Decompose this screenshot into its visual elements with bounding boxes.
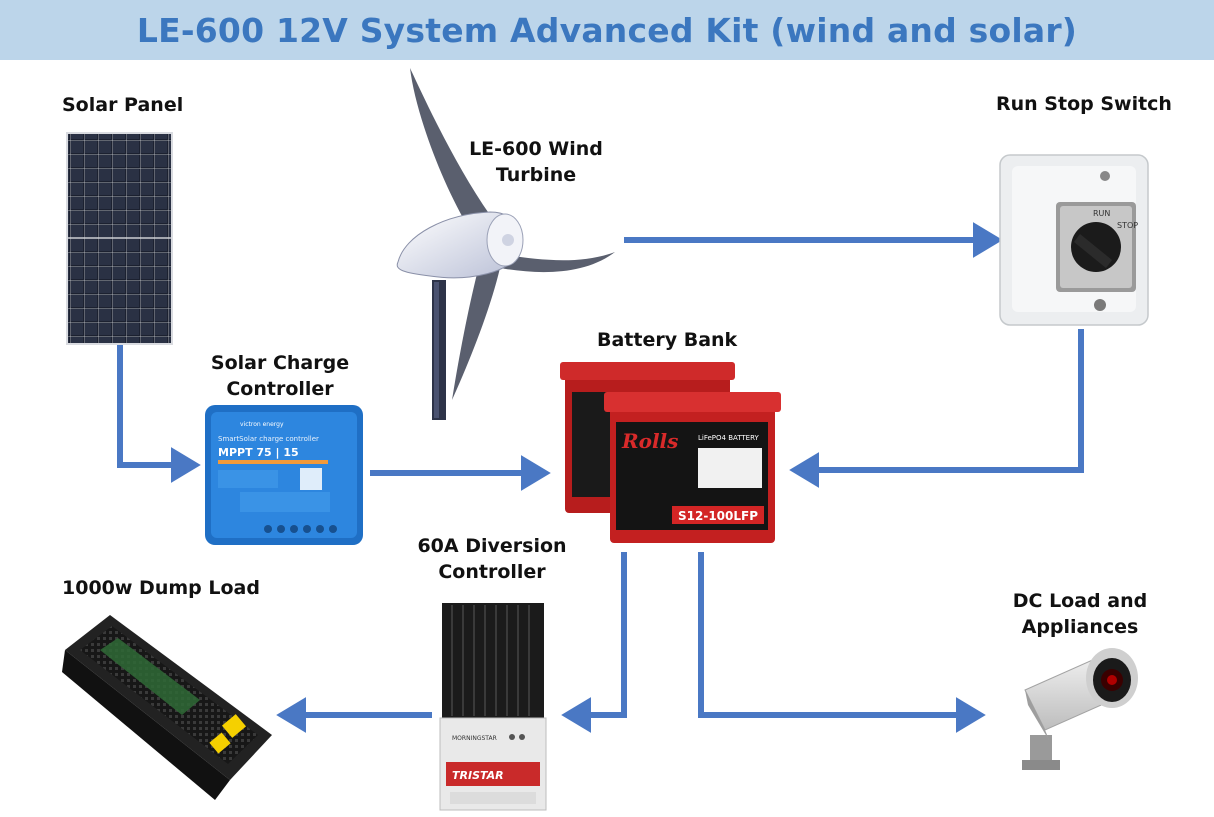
solar-charge-controller-image: victron energy SmartSolar charge control… — [205, 405, 363, 545]
diversion-product-text: TRISTAR — [452, 769, 504, 782]
dump-load-label: 1000w Dump Load — [62, 577, 260, 599]
diversion-controller-image: MORNINGSTAR TRISTAR — [439, 603, 547, 811]
diversion-controller-label-line2: Controller — [438, 561, 546, 583]
battery-bank-image: Rolls LiFePO4 BATTERY S12-100LFP — [560, 362, 781, 543]
title-banner: LE-600 12V System Advanced Kit (wind and… — [0, 0, 1214, 60]
solar-panel-image — [66, 132, 173, 345]
connector-arrows — [117, 222, 1084, 733]
charge-controller-label-line2: Controller — [226, 378, 334, 400]
charge-controller-label: Solar Charge Controller — [205, 350, 355, 402]
switch-run-text: RUN — [1093, 209, 1110, 218]
switch-stop-text: STOP — [1117, 221, 1138, 230]
page-title: LE-600 12V System Advanced Kit (wind and… — [136, 10, 1078, 50]
arrow-solar-panel-to-controller — [117, 345, 201, 483]
dc-load-label: DC Load and Appliances — [1010, 588, 1150, 640]
battery-model-text: S12-100LFP — [678, 509, 758, 523]
arrow-battery-to-dc-load — [698, 552, 986, 733]
diversion-brand-text: MORNINGSTAR — [452, 735, 497, 742]
dc-load-label-line2: Appliances — [1021, 616, 1139, 638]
wind-turbine-label-line2: Turbine — [495, 164, 577, 186]
arrow-switch-to-battery — [789, 329, 1084, 488]
dc-load-camera-image — [1022, 648, 1138, 770]
wind-turbine-label-line1: LE-600 Wind — [469, 138, 603, 160]
controller-brand-text: victron energy — [240, 421, 284, 428]
battery-bank-label: Battery Bank — [597, 329, 738, 351]
run-stop-switch-image: RUN STOP — [999, 154, 1149, 326]
battery-chemistry-text: LiFePO4 BATTERY — [698, 434, 760, 442]
run-stop-switch-label: Run Stop Switch — [996, 93, 1172, 115]
battery-brand-text: Rolls — [621, 429, 678, 453]
dump-load-image — [62, 615, 272, 800]
solar-panel-label: Solar Panel — [62, 94, 184, 116]
arrow-battery-to-diversion — [561, 552, 627, 733]
diversion-controller-label-line1: 60A Diversion — [417, 535, 567, 557]
wind-turbine-image — [396, 68, 615, 420]
diversion-controller-label: 60A Diversion Controller — [408, 533, 576, 585]
controller-model-text: MPPT 75 | 15 — [218, 446, 299, 459]
charge-controller-label-line1: Solar Charge — [210, 352, 350, 374]
controller-product-line: SmartSolar charge controller — [218, 435, 319, 443]
wind-turbine-label: LE-600 Wind Turbine — [462, 136, 610, 188]
dc-load-label-line1: DC Load and — [1012, 590, 1148, 612]
